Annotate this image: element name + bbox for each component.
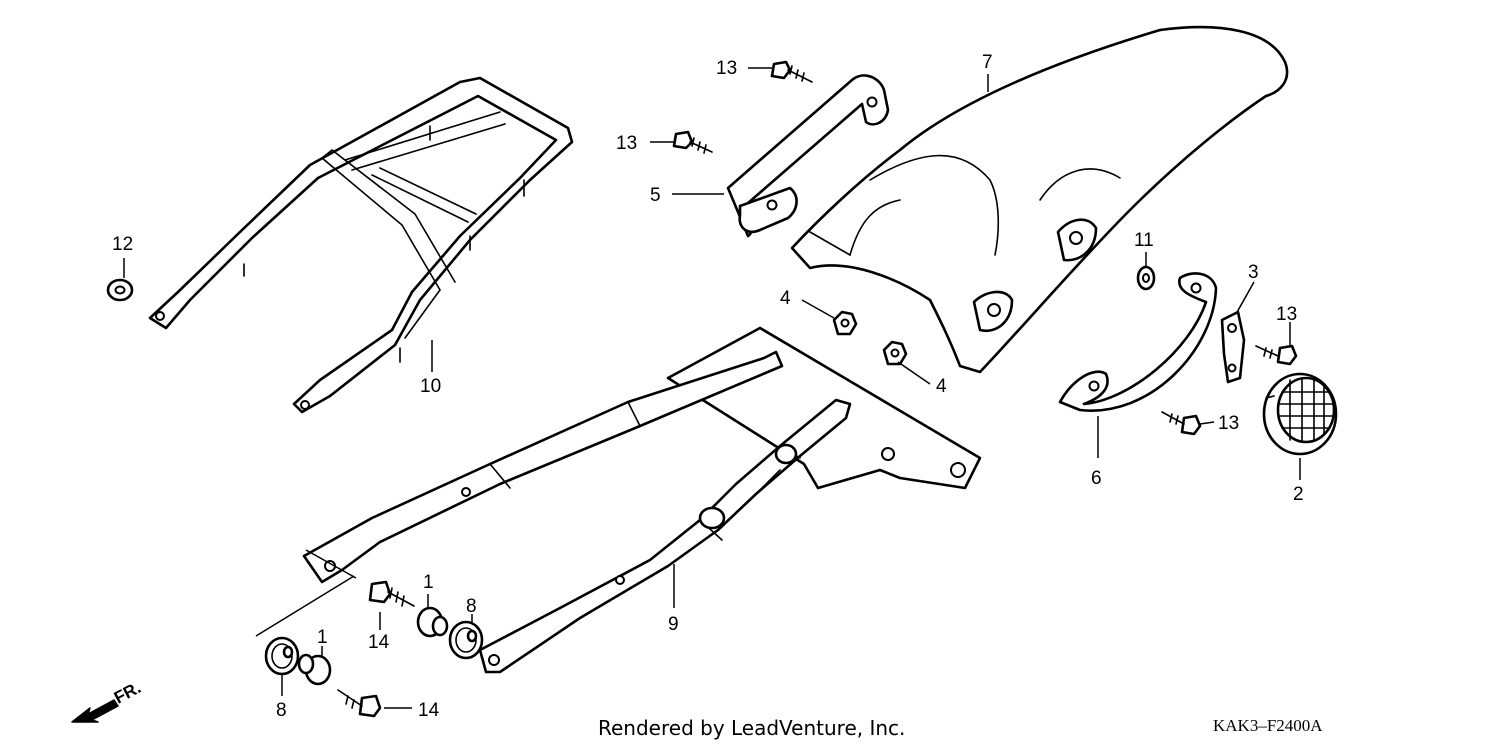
callout-12: 12 xyxy=(112,234,133,255)
callout-13: 13 xyxy=(616,133,637,154)
cushion-8-lower[interactable] xyxy=(264,636,300,676)
nut-4-upper[interactable] xyxy=(832,310,858,336)
bolt-13-a[interactable] xyxy=(770,60,813,83)
rear-carrier-rack[interactable] xyxy=(148,76,574,414)
callout-13: 13 xyxy=(716,58,737,79)
callout-9: 9 xyxy=(668,614,679,635)
washer-11[interactable] xyxy=(1136,265,1156,291)
callout-10: 10 xyxy=(420,376,441,397)
callout-1: 1 xyxy=(423,572,434,593)
bolt-13-b[interactable] xyxy=(672,130,713,154)
bolt-13-c[interactable] xyxy=(1255,344,1298,366)
callout-1: 1 xyxy=(317,627,328,648)
reflector-bracket-3[interactable] xyxy=(1220,310,1246,384)
callout-13: 13 xyxy=(1218,413,1239,434)
callout-3: 3 xyxy=(1248,262,1259,283)
rear-frame-9[interactable] xyxy=(302,326,982,674)
bolt-13-d[interactable] xyxy=(1161,411,1202,436)
cushion-8-upper[interactable] xyxy=(448,620,484,660)
fender-stay-6[interactable] xyxy=(1058,272,1218,412)
callout-8: 8 xyxy=(466,596,477,617)
callout-11: 11 xyxy=(1134,230,1154,251)
rear-reflector-2[interactable] xyxy=(1262,372,1338,456)
callout-13: 13 xyxy=(1276,304,1297,325)
nut-4-lower[interactable] xyxy=(882,340,908,366)
callout-14: 14 xyxy=(368,632,390,653)
callout-2: 2 xyxy=(1293,484,1304,505)
callout-14: 14 xyxy=(418,700,440,721)
fender-stay-5[interactable] xyxy=(726,74,890,238)
leader-lines xyxy=(123,67,1301,709)
callout-4: 4 xyxy=(780,288,791,309)
bolt-14-b[interactable] xyxy=(337,689,382,718)
washer-12[interactable] xyxy=(106,278,134,302)
collar-1-upper[interactable] xyxy=(416,606,449,638)
callout-5: 5 xyxy=(650,185,661,206)
callout-6: 6 xyxy=(1091,468,1102,489)
front-direction-arrow-icon: FR. xyxy=(71,678,144,723)
callout-8: 8 xyxy=(276,700,287,721)
callout-7: 7 xyxy=(982,52,993,73)
render-credit: Rendered by LeadVenture, Inc. xyxy=(598,716,906,740)
collar-1-lower[interactable] xyxy=(297,653,332,686)
rear-fender[interactable] xyxy=(790,25,1289,374)
callout-labels: 13 13 5 7 4 4 11 3 13 13 2 6 10 12 9 1 8… xyxy=(112,52,1304,721)
alignment-line-lower xyxy=(255,549,357,637)
callout-4: 4 xyxy=(936,376,947,397)
bolt-14-a[interactable] xyxy=(368,580,415,607)
diagram-code: KAK3–F2400A xyxy=(1213,716,1323,735)
